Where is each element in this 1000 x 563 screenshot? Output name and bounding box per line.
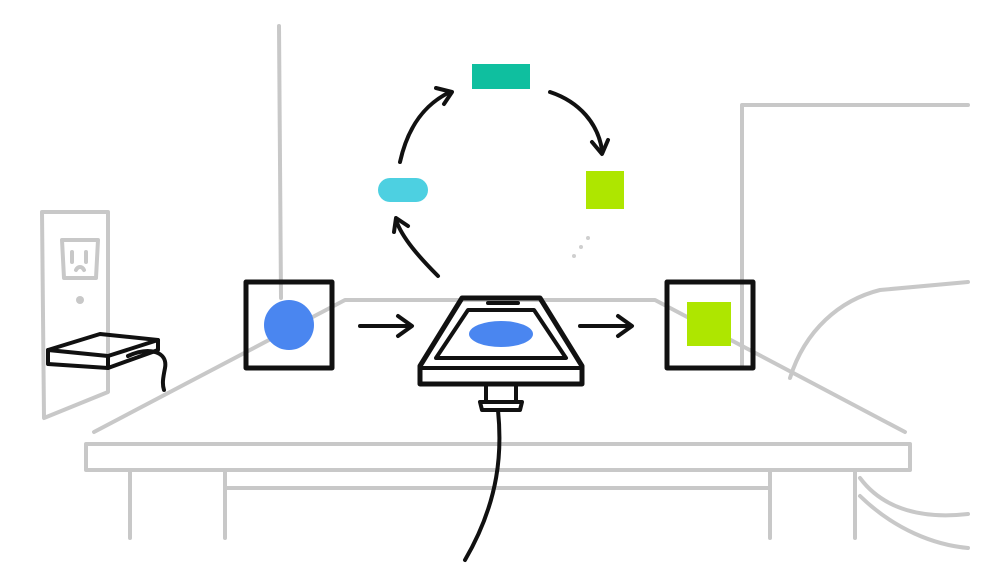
output-card	[664, 279, 756, 371]
sofa-outline	[788, 280, 970, 380]
phone-icon	[417, 295, 585, 387]
table	[84, 298, 912, 540]
blue-circle-icon	[264, 300, 314, 350]
sofa-base	[858, 494, 970, 550]
cycle-arrow-left-top	[398, 90, 452, 164]
doorway-frame	[740, 103, 970, 370]
arrow-to-device	[358, 314, 414, 338]
continuation-dot	[579, 245, 583, 249]
wall-outlet	[40, 210, 110, 420]
sofa-seat	[858, 476, 970, 518]
cycle-arrow-right-top	[548, 90, 604, 152]
continuation-dot	[586, 236, 590, 240]
input-card	[243, 279, 335, 371]
lime-square-icon	[586, 171, 624, 209]
wall-corner-line	[277, 24, 283, 300]
teal-rectangle-icon	[472, 64, 530, 89]
outlet-socket-icon	[60, 238, 100, 280]
charging-cable	[463, 382, 524, 562]
power-adapter-icon	[46, 332, 168, 392]
green-square-icon	[687, 302, 731, 346]
learning-cycle	[378, 64, 624, 278]
arrow-to-output	[578, 314, 634, 338]
cycle-arrow-up	[394, 218, 440, 278]
phone-screen-ellipse	[469, 321, 533, 347]
cyan-pill-icon	[378, 178, 428, 202]
continuation-dot	[572, 254, 576, 258]
